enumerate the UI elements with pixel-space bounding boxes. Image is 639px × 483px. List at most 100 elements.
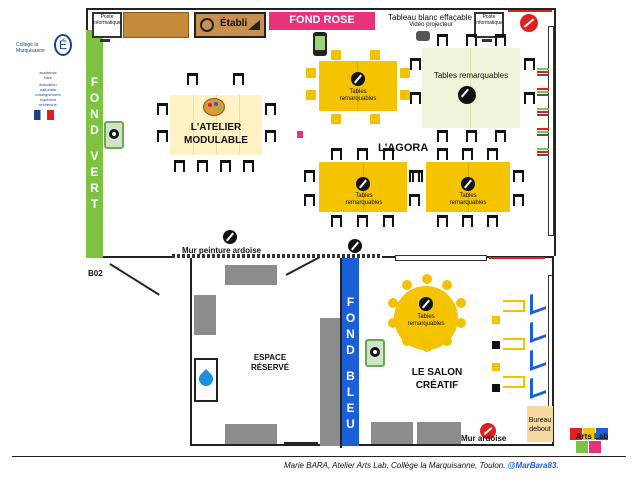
stool xyxy=(495,34,506,46)
stool xyxy=(197,160,208,172)
round-chair xyxy=(442,280,452,290)
fond-rose-label: FOND ROSE xyxy=(289,14,355,26)
lounge-chair xyxy=(503,376,525,388)
poste-informatique-left-label: Poste informatique xyxy=(93,14,121,26)
chair xyxy=(306,68,316,78)
saw-icon xyxy=(248,20,260,30)
stool xyxy=(383,215,394,227)
tablet-icon xyxy=(458,86,476,104)
chair xyxy=(306,90,316,100)
bureau-debout: Bureau debout xyxy=(527,406,553,442)
chair xyxy=(370,50,380,60)
yellow-stool xyxy=(492,316,500,324)
top-wall xyxy=(86,8,556,10)
french-flag-icon xyxy=(34,110,54,120)
camera-left-icon xyxy=(104,121,124,149)
atelier-table-divider-1 xyxy=(193,95,194,155)
stool xyxy=(357,148,368,160)
chair xyxy=(400,68,410,78)
books-icon xyxy=(537,108,549,118)
mur-peinture-ardoise-label: Mur peinture ardoise xyxy=(182,246,262,255)
tablet-icon xyxy=(223,230,237,244)
page-baseline xyxy=(12,456,626,457)
round-chair xyxy=(456,318,466,328)
tables-remarquables-label: Tables remarquables xyxy=(339,89,377,102)
stool xyxy=(233,73,244,85)
no-entry-icon xyxy=(480,423,496,439)
stool xyxy=(412,170,423,182)
stool xyxy=(157,103,168,115)
cork-board xyxy=(123,12,189,38)
reserve-partition xyxy=(340,258,342,448)
video-projecteur-label: Vidéo projecteur xyxy=(409,22,453,28)
atelier-table-divider-3 xyxy=(239,95,240,155)
stool xyxy=(437,34,448,46)
stool xyxy=(331,215,342,227)
bottom-room-left-wall xyxy=(190,258,192,446)
agora-table-divider xyxy=(357,61,358,111)
tableau-blanc-label: Tableau blanc effaçable xyxy=(388,13,472,22)
chair xyxy=(400,90,410,100)
stool xyxy=(466,130,477,142)
footer-handle: @MarBara83. xyxy=(507,461,559,470)
camera-right-icon xyxy=(365,339,385,367)
footer-credit: Marie BARA, Atelier Arts Lab, Collège la… xyxy=(284,461,559,470)
stool xyxy=(357,215,368,227)
fond-rose-wall: FOND ROSE xyxy=(269,12,375,30)
blue-chair xyxy=(530,373,546,399)
stool xyxy=(487,148,498,160)
books-icon xyxy=(537,88,549,98)
stool xyxy=(331,148,342,160)
round-chair xyxy=(402,336,412,346)
atelier-table-divider-2 xyxy=(216,95,217,155)
projector-icon xyxy=(416,31,430,41)
door-bottom-left xyxy=(284,442,318,444)
books-icon xyxy=(537,68,549,78)
red-strip-top xyxy=(508,10,552,12)
etabli-label: Établi xyxy=(220,18,248,29)
sink xyxy=(194,358,218,402)
stool xyxy=(462,215,473,227)
stool xyxy=(437,215,448,227)
stool xyxy=(409,194,420,206)
tables-remarquables-big-label: Tables remarquables xyxy=(433,71,509,80)
stool xyxy=(265,130,276,142)
stool xyxy=(304,194,315,206)
stool xyxy=(513,170,524,182)
storage-shelf xyxy=(225,424,277,444)
tablet-icon xyxy=(351,72,365,86)
tables-remarquables-label: Tables remarquables xyxy=(407,314,445,327)
round-chair xyxy=(456,298,466,308)
blue-chair xyxy=(530,345,546,371)
tables-remarquables-label: Tables remarquables xyxy=(449,193,487,206)
blue-chair xyxy=(530,317,546,343)
stool xyxy=(304,170,315,182)
b02-label: B02 xyxy=(88,269,103,278)
mur-ardoise-label: Mur ardoise xyxy=(461,434,507,443)
bottom-room-bottom-wall xyxy=(190,444,554,446)
chair xyxy=(331,114,341,124)
fond-bleu-wall xyxy=(342,258,359,446)
arts-lab-text: Arts Lab xyxy=(575,432,609,441)
stool xyxy=(410,58,421,70)
palette-icon xyxy=(203,98,225,116)
tables-remarquables-label: Tables remarquables xyxy=(345,193,383,206)
stool xyxy=(487,215,498,227)
storage-shelf xyxy=(225,265,277,285)
water-drop-icon xyxy=(196,369,216,389)
agora-label: L'AGORA xyxy=(378,142,429,154)
chair xyxy=(370,114,380,124)
tools-icon xyxy=(200,18,214,32)
stool xyxy=(174,160,185,172)
yellow-stool xyxy=(492,363,500,371)
black-stool xyxy=(492,384,500,392)
arts-lab-logo: Arts Lab xyxy=(570,428,616,458)
books-icon xyxy=(537,128,549,138)
chair xyxy=(331,50,341,60)
round-chair xyxy=(422,274,432,284)
stool xyxy=(524,92,535,104)
storage-shelf xyxy=(194,295,216,335)
